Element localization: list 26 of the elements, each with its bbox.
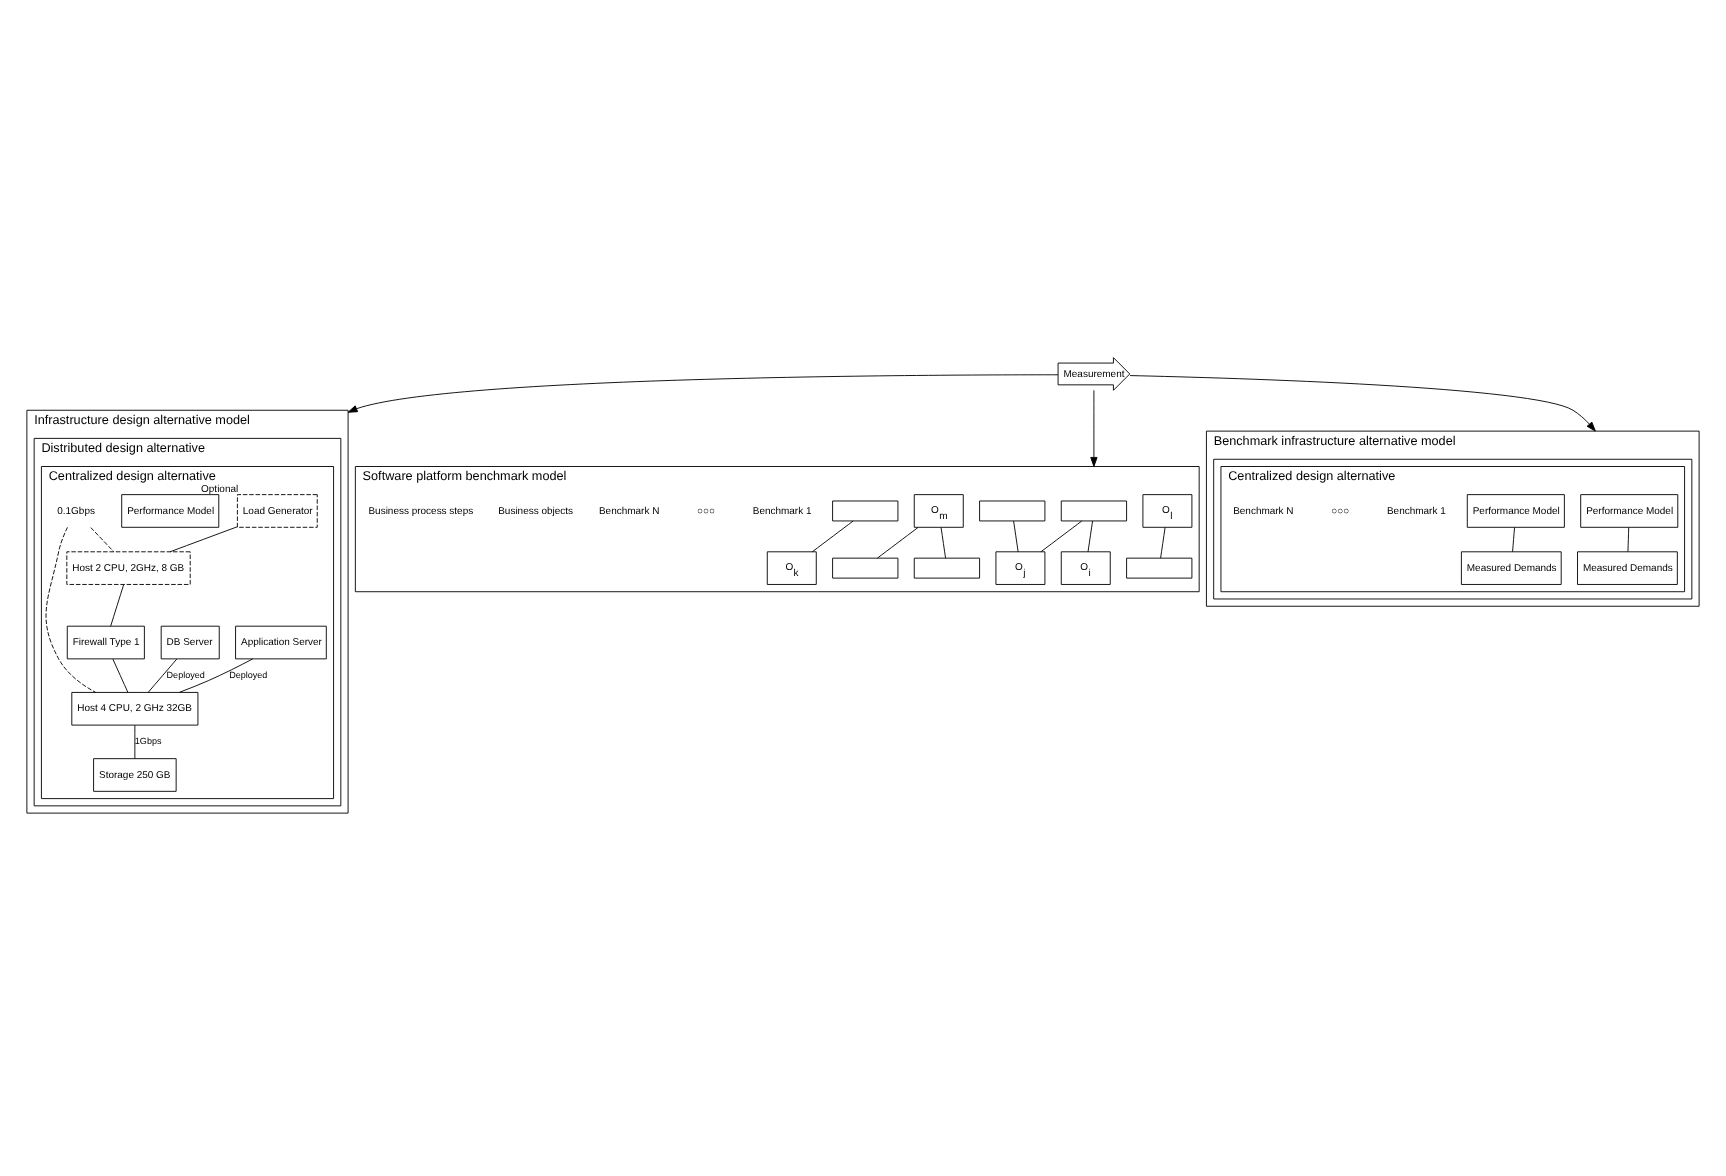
arrow xyxy=(347,373,1059,412)
node-box xyxy=(1126,556,1193,578)
arrow xyxy=(1129,374,1596,431)
connector xyxy=(110,583,125,626)
connector xyxy=(1013,519,1019,552)
connector xyxy=(147,657,178,692)
connector xyxy=(134,723,136,759)
connector xyxy=(45,525,97,692)
connector xyxy=(877,526,919,558)
connector xyxy=(1040,519,1083,552)
connector xyxy=(90,526,115,552)
connector xyxy=(1160,526,1166,558)
arrow xyxy=(1090,388,1098,466)
node-box xyxy=(832,556,899,578)
node-box xyxy=(979,499,1046,521)
node-box xyxy=(1060,499,1128,521)
connector xyxy=(940,526,947,558)
node-box xyxy=(832,499,899,521)
connector xyxy=(179,657,254,692)
connector xyxy=(169,525,238,552)
connector xyxy=(1087,519,1094,552)
connector xyxy=(811,519,854,552)
node-box xyxy=(913,556,981,578)
connector xyxy=(1627,526,1630,552)
connector xyxy=(1512,526,1515,552)
connector xyxy=(112,657,129,692)
